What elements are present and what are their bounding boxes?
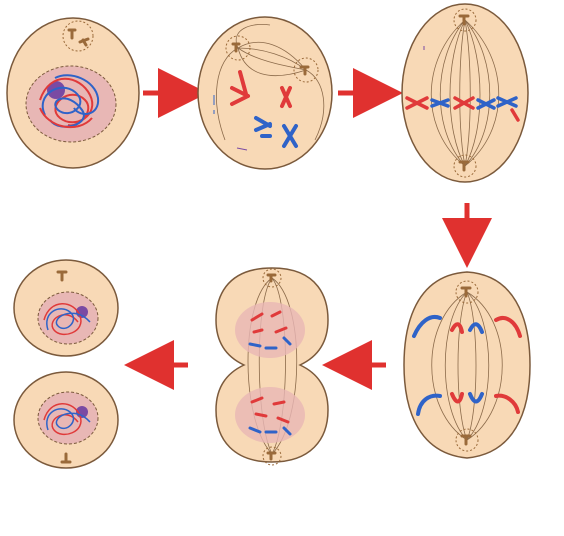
chromosomes-top xyxy=(412,315,522,338)
centrosome xyxy=(56,270,68,282)
nucleus xyxy=(25,65,117,143)
chromatin xyxy=(39,74,100,128)
centrosome xyxy=(453,8,477,32)
metaphase-cell xyxy=(401,3,529,183)
chromosomes xyxy=(230,70,298,148)
spindle-fibers xyxy=(431,291,503,441)
centrosome xyxy=(62,20,94,52)
prophase-cell xyxy=(197,16,333,170)
centrosome xyxy=(60,452,72,464)
nucleus xyxy=(37,291,99,345)
centrosome xyxy=(262,268,282,288)
nucleus-bottom xyxy=(235,387,305,443)
chromatin xyxy=(43,403,91,436)
daughter-cell-top xyxy=(13,259,119,357)
chromosomes-bottom xyxy=(416,392,520,416)
chromosomes-bottom xyxy=(248,396,292,436)
centrosome xyxy=(225,35,251,61)
chromosomes-top xyxy=(248,310,292,350)
centrosome xyxy=(455,280,479,304)
daughter-cell-bottom xyxy=(13,371,119,469)
nucleus-top xyxy=(235,302,305,358)
telophase-cell xyxy=(215,267,329,466)
centrosome xyxy=(453,154,477,178)
centrosome xyxy=(293,57,319,83)
nucleolus xyxy=(47,81,65,99)
spindle-fibers xyxy=(430,19,500,167)
interphase-cell xyxy=(6,17,140,169)
chromatin xyxy=(43,303,91,336)
nucleus xyxy=(37,391,99,445)
chromosomes-aligned xyxy=(405,96,520,122)
centrosome xyxy=(262,446,282,466)
anaphase-cell xyxy=(403,271,531,459)
centrosome xyxy=(455,428,479,452)
